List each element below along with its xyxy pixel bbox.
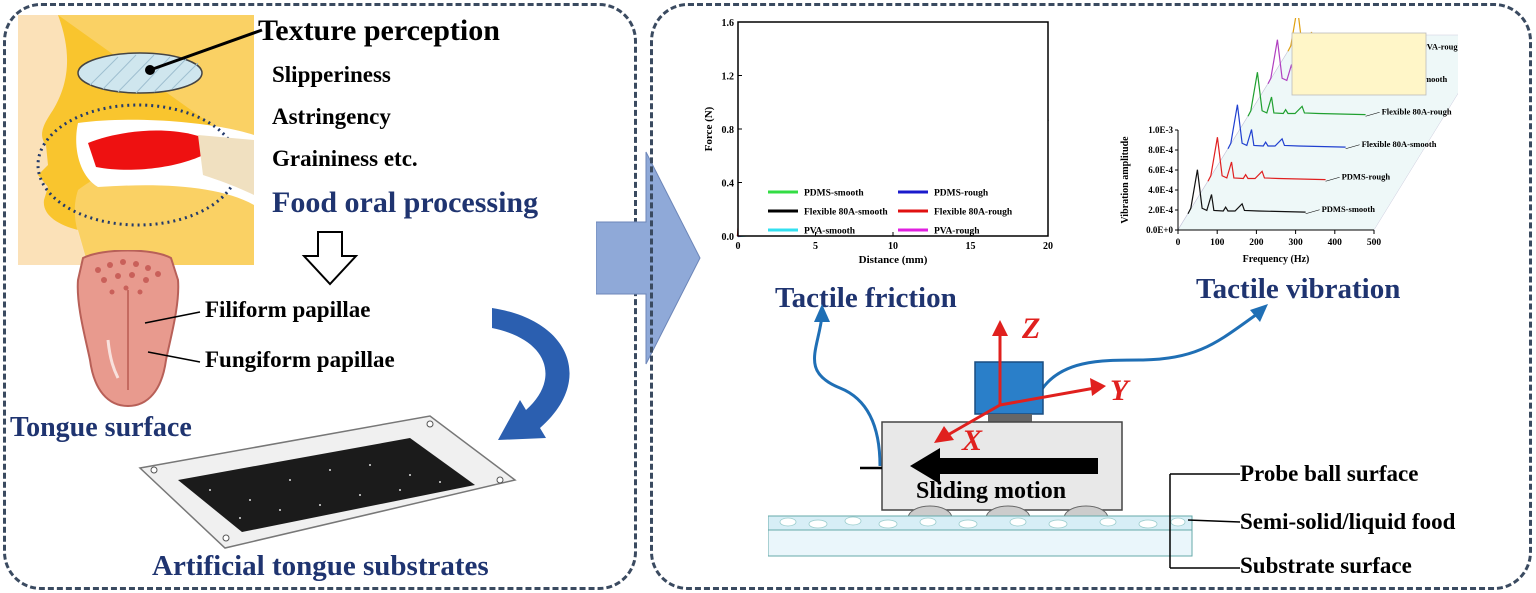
connector-curves — [813, 304, 1268, 467]
artificial-tongue-substrate-plate — [138, 415, 517, 549]
y-axis-label: Force (N) — [703, 106, 715, 151]
layer-callout-lines — [1169, 473, 1241, 569]
y-tick-label: 0.0 — [722, 232, 735, 243]
sliding-motion-label: Sliding motion — [916, 478, 1067, 504]
axis-z-label: Z — [1022, 312, 1041, 345]
series-label: Flexible 80A-smooth — [1362, 139, 1437, 149]
legend-label: Flexible 80A-rough — [934, 208, 1013, 218]
down-outline-arrow — [301, 231, 359, 286]
texture-item-slipperiness: Slipperiness — [272, 62, 391, 87]
series-label: PVA-rough — [1422, 41, 1458, 51]
y-tick-label: 1.0E-3 — [1148, 125, 1173, 135]
substrate-surface-label: Substrate surface — [1240, 553, 1412, 578]
coordinate-axes — [934, 320, 1106, 443]
substrate-layers — [768, 515, 1193, 557]
spectrum-line — [1227, 104, 1346, 150]
x-tick-label: 20 — [1043, 241, 1053, 252]
probe-ball-surface-label: Probe ball surface — [1240, 461, 1419, 486]
y-tick-label: 2.0E-4 — [1148, 205, 1173, 215]
y-tick-label: 1.2 — [722, 72, 735, 83]
x-tick-label: 15 — [966, 241, 976, 252]
curved-blue-arrow — [492, 308, 570, 440]
legend-label: Flexible 80A-smooth — [804, 208, 888, 218]
x-tick-label: 100 — [1210, 238, 1225, 248]
vibration-3d-chart: PDMS-smooth PDMS-rough Flexible 80A-smooth… — [1120, 18, 1458, 265]
papillae-pointer-lines — [144, 311, 201, 363]
sensor-probe-illustration — [860, 361, 1123, 531]
x-tick-label: 200 — [1249, 238, 1264, 248]
y-tick-label: 4.0E-4 — [1148, 185, 1173, 195]
legend-label: PDMS-smooth — [804, 189, 864, 199]
series-tick — [1305, 209, 1320, 215]
series-label: Flexible 80A-rough — [1382, 106, 1452, 116]
plot-frame — [737, 21, 1049, 237]
texture-item-astringency: Astringency — [272, 104, 391, 129]
semi-solid-liquid-food-label: Semi-solid/liquid food — [1240, 509, 1456, 534]
x-axis-label: Frequency (Hz) — [1243, 254, 1310, 265]
series-tick — [1365, 111, 1380, 117]
y-tick-label: 6.0E-4 — [1148, 165, 1173, 175]
x-tick-label: 400 — [1328, 238, 1343, 248]
series-label: PDMS-rough — [1342, 171, 1391, 181]
tactile-friction-label: Tactile friction — [775, 282, 957, 314]
big-right-arrow — [596, 151, 701, 365]
y-tick-label: 0.0E+0 — [1146, 225, 1173, 235]
legend-label: PDMS-rough — [934, 189, 989, 199]
x-tick-label: 300 — [1288, 238, 1303, 248]
fungiform-papillae-label: Fungiform papillae — [205, 347, 395, 372]
legend-label: PVA-rough — [934, 227, 980, 237]
y-tick-label: 0.4 — [722, 179, 735, 190]
top-panel — [1291, 32, 1427, 96]
y-tick-label: 0.8 — [722, 125, 735, 136]
x-tick-label: 10 — [888, 241, 898, 252]
x-tick-label: 5 — [813, 241, 818, 252]
tactile-vibration-label: Tactile vibration — [1196, 273, 1401, 305]
series-tick — [1345, 144, 1360, 150]
spectrum-line — [1247, 72, 1366, 117]
series-tick — [1325, 176, 1340, 182]
tongue-illustration — [76, 250, 180, 408]
y-tick-label: 1.6 — [722, 18, 735, 29]
texture-item-graininess: Graininess etc. — [272, 146, 418, 171]
axis-x-label: X — [962, 424, 983, 457]
spectrum-line — [1207, 137, 1326, 182]
series-label: PDMS-smooth — [1322, 204, 1376, 214]
left-panel — [3, 3, 637, 590]
artificial-tongue-substrates-label: Artificial tongue substrates — [152, 550, 489, 582]
spectrum-line — [1187, 169, 1306, 215]
texture-pointer-line — [145, 28, 263, 75]
legend-label: PVA-smooth — [804, 227, 856, 237]
food-oral-processing-label: Food oral processing — [272, 186, 539, 219]
x-tick-label: 0 — [736, 241, 741, 252]
axis-y-label: Y — [1110, 374, 1129, 407]
x-axis-label: Distance (mm) — [859, 254, 928, 266]
right-panel — [650, 3, 1532, 590]
tongue-surface-label: Tongue surface — [10, 412, 192, 443]
x-tick-label: 0 — [1176, 238, 1181, 248]
y-tick-label: 8.0E-4 — [1148, 145, 1173, 155]
y-axis-label: Vibration amplitude — [1120, 136, 1131, 224]
filiform-papillae-label: Filiform papillae — [205, 297, 371, 322]
x-tick-label: 500 — [1367, 238, 1382, 248]
texture-perception-title: Texture perception — [258, 14, 500, 47]
